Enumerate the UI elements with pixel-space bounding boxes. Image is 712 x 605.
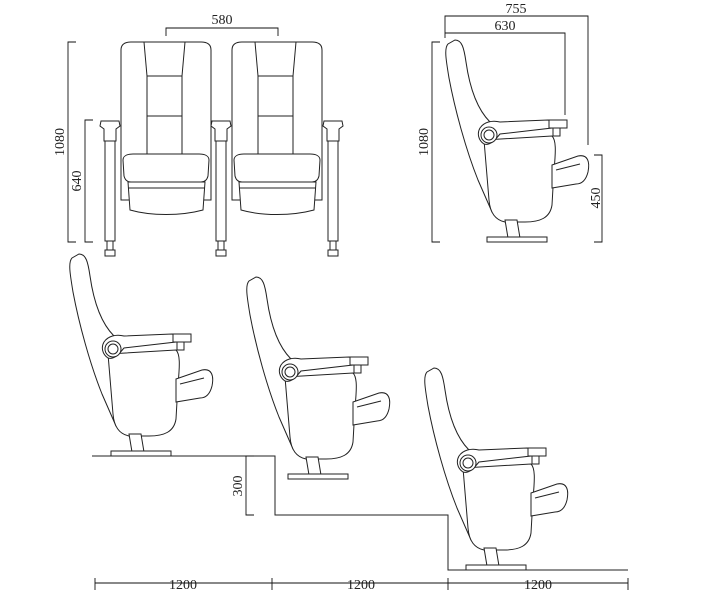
front-seat-right — [231, 41, 323, 215]
armrest-height-label: 640 — [70, 171, 85, 192]
front-view: 580 1080 640 — [53, 13, 344, 257]
armrest-post — [322, 120, 344, 257]
dimension-line-640 — [84, 119, 93, 243]
side-chair — [445, 39, 590, 243]
side-chair-row-3 — [424, 367, 569, 571]
side-height-label: 1080 — [417, 128, 432, 156]
dimension-line-row-spacing — [94, 578, 629, 590]
side-chair-row-2 — [246, 276, 391, 480]
side-view: 755 630 1080 450 — [417, 2, 604, 243]
overall-depth-label: 755 — [506, 2, 527, 17]
armrest-depth-label: 630 — [495, 19, 516, 34]
tiered-layout: 300 1200 1200 1200 — [69, 253, 629, 593]
dimension-line-1080-side — [431, 41, 440, 243]
dimension-line-580 — [165, 27, 279, 36]
row-spacing-label-1: 1200 — [169, 578, 197, 593]
seat-height-label: 450 — [589, 188, 604, 209]
dimension-line-450 — [594, 154, 603, 243]
side-chair-row-1 — [69, 253, 214, 457]
dimension-line-630 — [445, 32, 566, 115]
row-spacing-label-3: 1200 — [524, 578, 552, 593]
seat-spacing-label: 580 — [212, 13, 233, 28]
step-height-label: 300 — [231, 476, 246, 497]
dimension-line-755 — [444, 15, 589, 145]
front-height-label: 1080 — [53, 128, 68, 156]
stepped-floor — [92, 455, 628, 571]
front-seat-left — [120, 41, 212, 215]
row-spacing-label-2: 1200 — [347, 578, 375, 593]
armrest-post — [99, 120, 121, 257]
dimension-line-1080 — [67, 41, 76, 243]
armrest-post — [210, 120, 232, 257]
dimension-line-300 — [245, 455, 254, 516]
